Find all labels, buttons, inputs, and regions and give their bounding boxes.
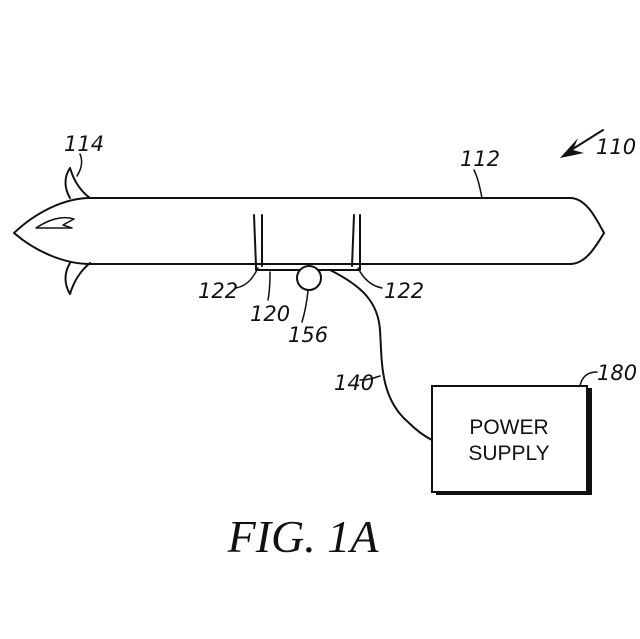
ref-110-label: 110 <box>596 135 636 159</box>
ref-140-label: 140 <box>334 371 374 395</box>
ref-156-leader <box>301 290 309 323</box>
hanger-right <box>351 214 361 267</box>
ref-180-leader <box>579 371 598 387</box>
ref-156-label: 156 <box>288 323 328 347</box>
tether-cable <box>329 269 433 441</box>
hanger-left <box>253 214 263 267</box>
ref-112-label: 112 <box>460 147 500 171</box>
ref-122-left-leader <box>235 267 259 289</box>
ref-122-right-leader <box>357 267 383 289</box>
ref-180-label: 180 <box>597 361 637 385</box>
ref-114-label: 114 <box>64 132 104 156</box>
ref-120-label: 120 <box>250 302 290 326</box>
ref-122-right-label: 122 <box>384 279 424 303</box>
figure-caption: FIG. 1A <box>227 511 380 562</box>
airship-body <box>13 197 605 265</box>
ref-122-left-label: 122 <box>198 279 238 303</box>
nose-marking <box>35 216 75 229</box>
ref-120-leader <box>267 271 271 301</box>
ref-110-arrow <box>560 129 604 158</box>
ref-112-leader <box>473 169 483 199</box>
power-supply-line2: SUPPLY <box>468 442 549 465</box>
sphere-156 <box>296 265 322 291</box>
fin-bottom <box>64 262 91 295</box>
ref-140-leader <box>359 375 381 381</box>
fin-top <box>64 167 91 199</box>
power-supply-box <box>431 385 592 495</box>
power-supply-line1: POWER <box>469 416 548 439</box>
ref-114-leader <box>76 153 83 177</box>
